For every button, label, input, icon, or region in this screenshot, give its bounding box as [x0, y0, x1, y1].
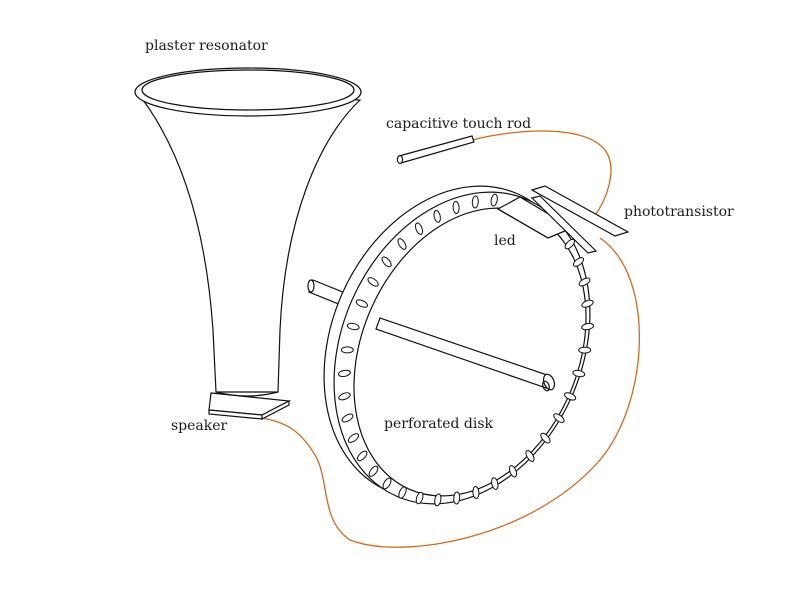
axle-back-cap [307, 279, 315, 293]
resonator-rim-inner [141, 69, 355, 111]
disk-hole [581, 322, 595, 331]
disk-hole [525, 450, 535, 462]
phototransistor [530, 185, 630, 254]
label-led: led [494, 233, 516, 249]
disk-holes [337, 193, 595, 507]
disk-hole [381, 256, 392, 268]
speaker-side-right [261, 400, 290, 420]
plaster-resonator [134, 67, 362, 397]
disk-hole [356, 450, 368, 462]
label-speaker: speaker [171, 418, 228, 434]
disk-hole [453, 491, 461, 505]
resonator-rim-outer [134, 67, 362, 117]
disk-hole [367, 277, 379, 287]
disk-hole [338, 392, 351, 401]
disk-hole [398, 486, 407, 499]
disk-hole [553, 413, 565, 423]
disk-hole [414, 222, 424, 235]
perforated-disk [323, 185, 595, 507]
disk-hole [346, 322, 360, 331]
label-perforated-disk: perforated disk [384, 416, 494, 432]
wire-phototransistor-to-speaker [261, 237, 640, 548]
phototransistor-body [530, 185, 630, 237]
axle-front-cap-inner [542, 380, 550, 392]
disk-hole [490, 193, 498, 207]
disk-hole [434, 493, 442, 507]
resonator-neck [215, 391, 279, 397]
disk-hole [572, 257, 585, 267]
phototransistor-lower [530, 195, 598, 254]
disk-hole [491, 477, 499, 490]
disk-hole [452, 201, 460, 214]
disk-hole [355, 299, 369, 308]
disk-hole [415, 491, 424, 505]
disk-hole [581, 299, 594, 308]
rod-end-cap [396, 154, 404, 165]
disk-hole [347, 433, 360, 443]
axle-front-segment [375, 317, 551, 389]
wire-rod-to-phototransistor [471, 130, 612, 223]
disk-hole [572, 369, 586, 378]
label-plaster-resonator: plaster resonator [145, 38, 268, 54]
disk-hole [368, 465, 379, 477]
disk-hole [472, 486, 480, 499]
disk-hole [341, 413, 354, 423]
rod-body [398, 135, 475, 164]
disk-hole [563, 392, 577, 401]
capacitive-touch-rod [396, 135, 475, 165]
resonator-body [135, 91, 362, 393]
disk-hole [508, 465, 518, 478]
speaker [208, 392, 292, 420]
disk-hole [578, 277, 591, 287]
disk-hole [382, 477, 392, 490]
disk-hole [433, 210, 441, 223]
disk-hole [578, 346, 592, 354]
disk-hole [471, 195, 479, 209]
disk-hole [397, 238, 407, 250]
axle-front-cap [542, 373, 556, 391]
label-capacitive-touch-rod: capacitive touch rod [386, 116, 531, 132]
led-edge [497, 208, 573, 239]
disk-hole [340, 346, 354, 354]
wires [261, 130, 640, 548]
label-phototransistor: phototransistor [624, 204, 734, 220]
disk-hole [540, 432, 551, 444]
disk-hole [337, 369, 351, 378]
